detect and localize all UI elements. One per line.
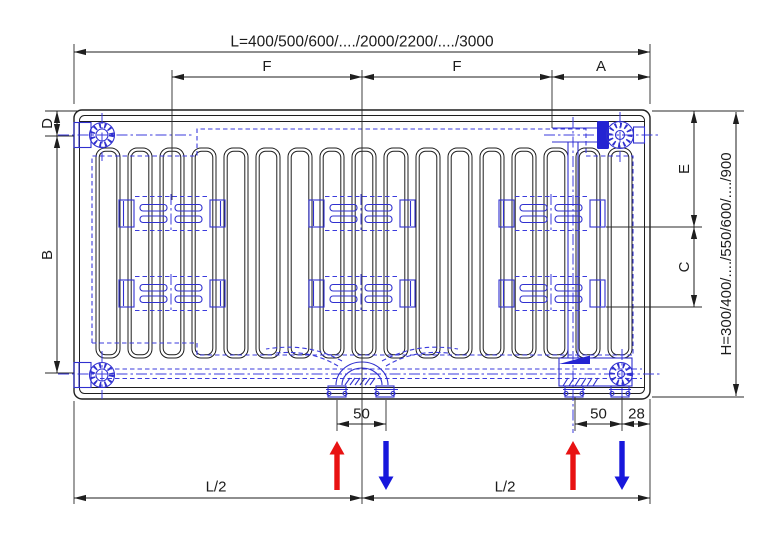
dim-label-half-left: L/2: [206, 479, 227, 496]
dimension-length: L=400/500/600/..../2000/2200/..../3000: [74, 34, 650, 56]
dimension-half-length-right: L/2: [362, 479, 650, 502]
top-right-valve-insert: [552, 120, 646, 150]
dim-label-d: D: [39, 118, 56, 129]
dim-label-f-right: F: [452, 58, 461, 75]
dimension-center-spacing: 50: [337, 406, 386, 428]
convector-hidden-outline: [91, 128, 642, 380]
dimension-b: B: [39, 136, 61, 373]
dimension-right-spacing: 50: [575, 406, 622, 428]
dim-label-height: H=300/400/..../550/600/..../900: [718, 152, 735, 355]
dimension-f-left: F: [172, 58, 362, 81]
dimension-edge-offset: 28: [622, 406, 650, 428]
dimension-a: A: [552, 58, 650, 81]
dimension-e: E: [676, 111, 698, 227]
dimension-d: D: [39, 111, 61, 136]
dimension-height: H=300/400/..../550/600/..../900: [718, 112, 740, 396]
dim-label-center-spacing: 50: [353, 406, 370, 423]
dim-label-a: A: [596, 58, 606, 75]
dim-label-e: E: [676, 164, 693, 174]
flow-out-arrow-center: [378, 441, 394, 490]
dim-label-edge-offset: 28: [628, 406, 645, 423]
flow-out-arrow-right: [614, 441, 630, 490]
panel-flutes: [95, 147, 633, 359]
dimension-half-length-left: L/2: [74, 479, 362, 502]
top-left-tapping: [73, 121, 116, 149]
flow-in-arrow-center: [329, 441, 345, 490]
dimension-f-right: F: [362, 58, 552, 81]
dim-label-f-left: F: [262, 58, 271, 75]
dim-label-b: B: [39, 250, 56, 260]
bottom-left-tapping: [73, 361, 116, 389]
dim-label-half-right: L/2: [495, 479, 516, 496]
extension-lines: [45, 44, 744, 504]
valve-riser-pipe: [567, 142, 579, 358]
dim-label-c: C: [676, 261, 693, 272]
bottom-right-connection-block: [558, 355, 634, 398]
dimension-c: C: [676, 227, 698, 307]
flow-in-arrow-right: [565, 441, 581, 490]
dim-label-right-spacing: 50: [590, 406, 607, 423]
bracket: [118, 273, 226, 314]
dim-label-length: L=400/500/600/..../2000/2200/..../3000: [230, 34, 494, 51]
